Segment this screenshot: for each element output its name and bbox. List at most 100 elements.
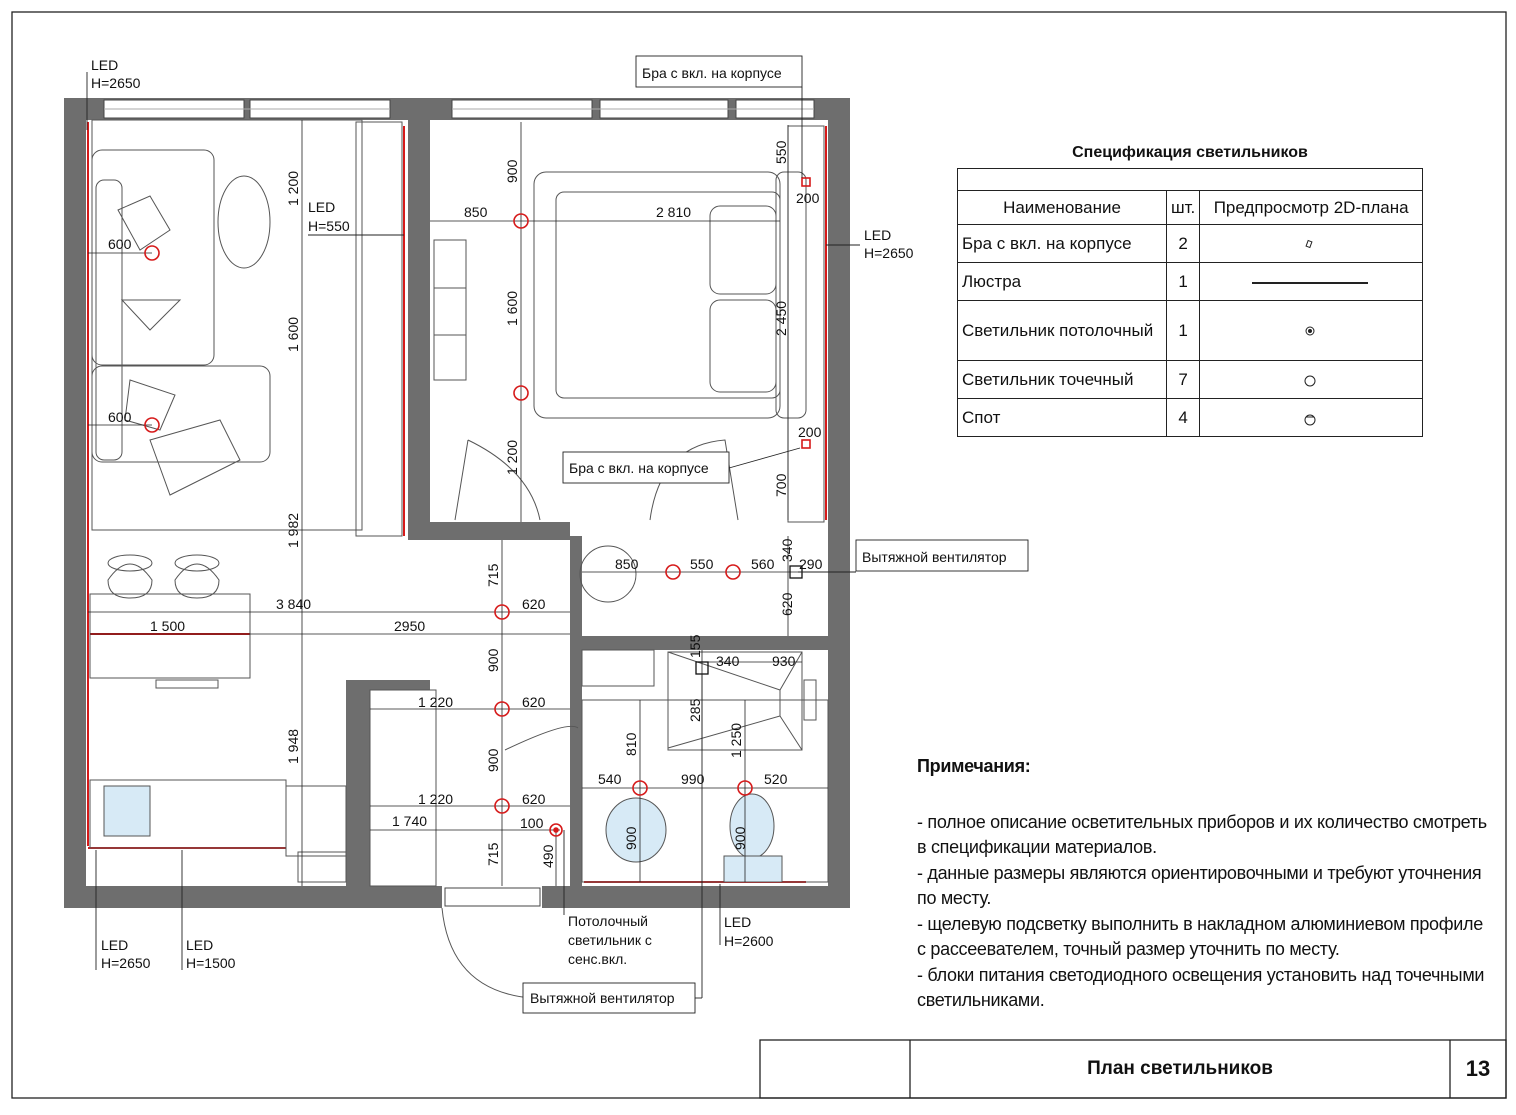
dim-label: 810 <box>623 732 639 756</box>
spot-icon <box>144 245 160 261</box>
led-label: LED <box>308 199 335 215</box>
fan-callout-label: Вытяжной вентилятор <box>862 549 1007 565</box>
dim-label: 715 <box>485 842 501 866</box>
notes: Примечания: - полное описание осветитель… <box>917 754 1487 1014</box>
sconce-icon <box>801 439 811 449</box>
spec-title: Спецификация светильников <box>1072 144 1308 161</box>
ceiling-light-icon <box>549 823 563 837</box>
spec-row-preview <box>1199 398 1423 437</box>
led-label: LED <box>186 937 213 953</box>
dim-label: 1 740 <box>392 813 427 829</box>
dim-label: 990 <box>681 771 705 787</box>
spotlight-icon <box>494 798 510 814</box>
sconce-callout-label: Бра с вкл. на корпусе <box>642 65 782 81</box>
dim-label: 1 200 <box>504 440 520 475</box>
fan-callout-label: Вытяжной вентилятор <box>530 990 675 1006</box>
led-strips <box>87 122 827 883</box>
spot-icon <box>144 417 160 433</box>
led-height-label: H=550 <box>308 218 350 234</box>
dim-label: 550 <box>690 556 714 572</box>
spotlight-icon <box>494 701 510 717</box>
note-item: - блоки питания светодиодного освещения … <box>917 964 1485 1011</box>
dim-label: 2 450 <box>773 301 789 336</box>
dimension-lines <box>88 120 828 886</box>
spec-blank-row <box>957 168 1423 191</box>
callouts <box>522 55 1029 1014</box>
dimension-labels: 600 600 850 2 810 200 200 3 840 1 500 29… <box>108 140 823 868</box>
spec-header-qty: шт. <box>1165 190 1201 225</box>
dim-label: 1 250 <box>728 723 744 758</box>
dim-label: 900 <box>732 826 748 850</box>
dim-label: 1 220 <box>418 694 453 710</box>
dim-label: 1 220 <box>418 791 453 807</box>
dim-label: 620 <box>522 791 546 807</box>
dim-label: 620 <box>522 694 546 710</box>
ceiling-light-label: сенс.вкл. <box>568 951 627 967</box>
spec-row-qty: 4 <box>1165 398 1201 437</box>
dim-label: 850 <box>615 556 639 572</box>
furniture <box>89 119 829 999</box>
dim-label: 100 <box>520 815 544 831</box>
spec-row-preview <box>1199 300 1423 361</box>
spec-row-name: Светильник точечный <box>957 360 1167 399</box>
notes-title: Примечания: <box>917 756 1031 776</box>
sconce-callout-label: Бра с вкл. на корпусе <box>569 460 709 476</box>
led-height-label: H=2650 <box>101 955 151 971</box>
spec-row-name: Спот <box>957 398 1167 437</box>
spec-header-preview: Предпросмотр 2D-плана <box>1199 190 1423 225</box>
sheet-title: План светильников <box>1087 1058 1273 1079</box>
dim-label: 200 <box>798 424 822 440</box>
spotlight-icon <box>632 780 648 796</box>
spec-row-name: Светильник потолочный <box>957 300 1167 361</box>
ceiling-light-label: светильник с <box>568 932 652 948</box>
dim-label: 715 <box>485 563 501 587</box>
dim-label: 155 <box>687 634 703 658</box>
dim-label: 1 600 <box>285 317 301 352</box>
note-item: - щелевую подсветку выполнить в накладно… <box>917 913 1483 960</box>
led-label: LED <box>91 57 118 73</box>
walls <box>64 98 850 908</box>
spotlight-icon <box>665 564 681 580</box>
spot-icon <box>513 213 529 229</box>
led-height-label: H=2600 <box>724 933 774 949</box>
dim-label: 1 982 <box>285 513 301 548</box>
led-label: LED <box>101 937 128 953</box>
page-number: 13 <box>1465 1056 1491 1081</box>
led-height-label: H=2650 <box>91 75 141 91</box>
spec-row-name: Бра с вкл. на корпусе <box>957 224 1167 263</box>
dim-label: 1 948 <box>285 729 301 764</box>
spec-row-qty: 2 <box>1165 224 1201 263</box>
dim-label: 1 600 <box>504 291 520 326</box>
dim-label: 3 840 <box>276 596 311 612</box>
spec-header-name: Наименование <box>957 190 1167 225</box>
dim-label: 490 <box>540 844 556 868</box>
note-item: - полное описание осветительных приборов… <box>917 811 1487 858</box>
dim-label: 550 <box>773 140 789 164</box>
spec-row-qty: 7 <box>1165 360 1201 399</box>
dim-label: 285 <box>687 698 703 722</box>
title-block <box>759 1039 1507 1099</box>
dim-label: 1 200 <box>285 171 301 206</box>
led-label: LED <box>724 914 751 930</box>
spec-row-qty: 1 <box>1165 262 1201 301</box>
dim-label: 900 <box>623 826 639 850</box>
dim-label: 900 <box>485 648 501 672</box>
light-fixtures <box>144 177 811 837</box>
spotlight-icon <box>725 564 741 580</box>
spotlight-icon <box>737 780 753 796</box>
dim-label: 700 <box>773 473 789 497</box>
dim-label: 540 <box>598 771 622 787</box>
note-item: - данные размеры являются ориентировочны… <box>917 862 1482 909</box>
dim-label: 620 <box>522 596 546 612</box>
dim-label: 900 <box>504 159 520 183</box>
dim-label: 2 810 <box>656 204 691 220</box>
dim-label: 2950 <box>394 618 425 634</box>
spec-row-preview <box>1199 224 1423 263</box>
dim-label: 520 <box>764 771 788 787</box>
dim-label: 850 <box>464 204 488 220</box>
dim-label: 560 <box>751 556 775 572</box>
spec-row-name: Люстра <box>957 262 1167 301</box>
dim-label: 900 <box>485 748 501 772</box>
